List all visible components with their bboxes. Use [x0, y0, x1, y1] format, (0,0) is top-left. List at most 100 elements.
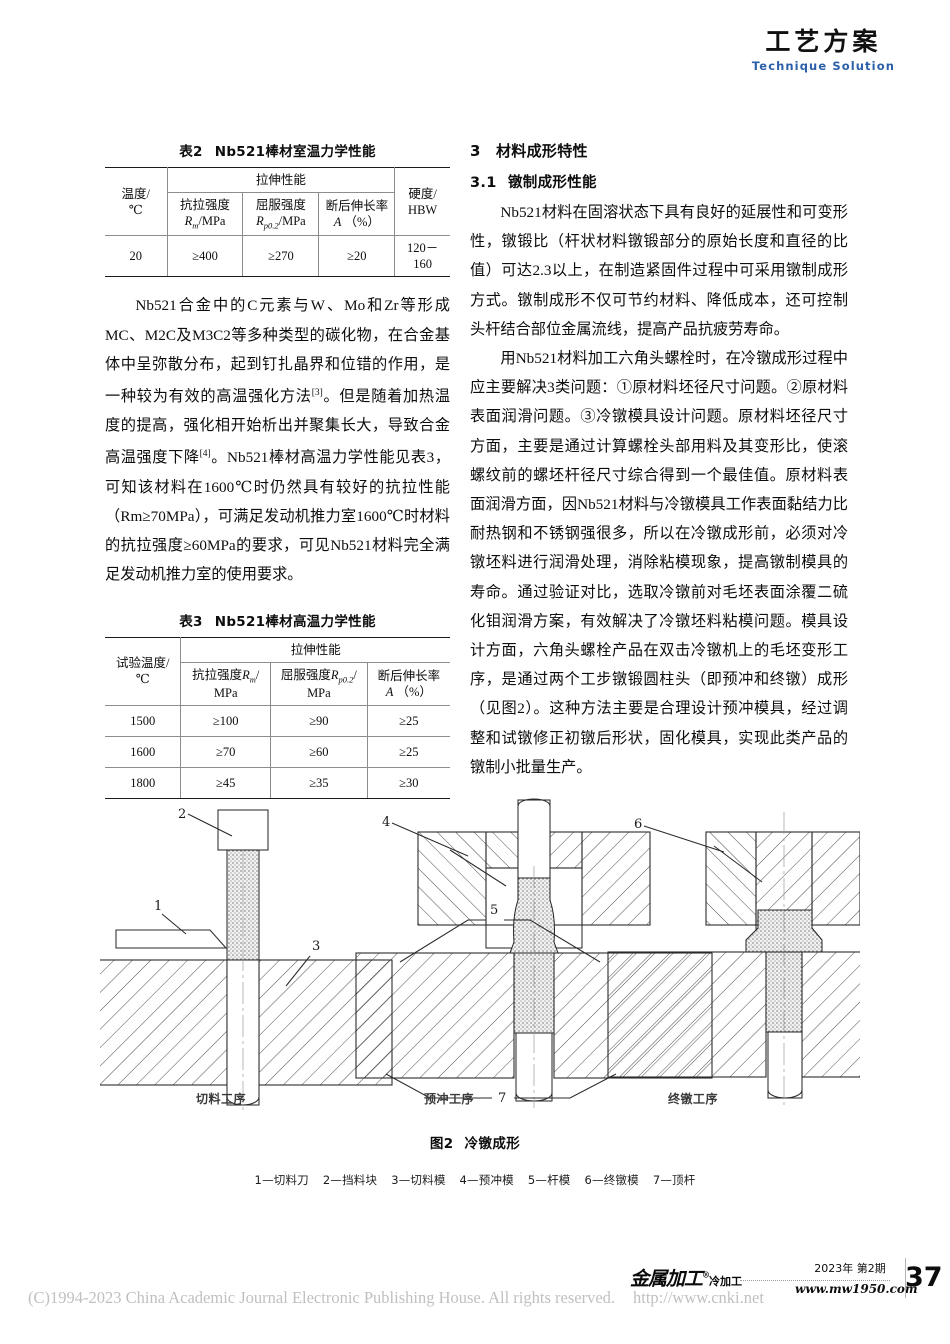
- table3-cell-rp: ≥35: [270, 766, 368, 799]
- table2-header-rm-symbol: R: [184, 214, 193, 228]
- table3-cell-elongation: ≥25: [366, 735, 450, 768]
- table2-cell-elongation: ≥20: [318, 235, 396, 278]
- figure-2-diagram: 2 1 3: [100, 798, 860, 1110]
- left-paragraph-part-b: 。但是随着加热温度的提高，强化相开始析出并聚集长大，导致合金高温强度下降: [105, 388, 451, 467]
- left-paragraph-part-a: Nb521合金中的C元素与W、Mo和Zr等形成MC、M2C及M3C2等多种类型的…: [105, 297, 450, 406]
- reference-marker-3: [3]: [311, 387, 323, 398]
- footer-website: www.mw1950.com: [795, 1282, 918, 1296]
- table3-header-temperature: 试验温度/ ℃: [105, 636, 182, 706]
- table-row: 温度/ ℃ 拉伸性能 硬度/ HBW: [105, 166, 450, 237]
- journal-section-logo: 工艺方案 Technique Solution: [751, 27, 895, 73]
- table2-cell-hardness: 120－ 160: [394, 235, 450, 278]
- table3-cell-elongation: ≥25: [366, 704, 450, 737]
- legend-item-4: 4—预冲模: [459, 1173, 514, 1187]
- table2-room-temperature-properties: 温度/ ℃ 拉伸性能 硬度/ HBW 抗拉强度 Rm/MPa 屈服强度 Rp0.…: [105, 166, 450, 278]
- subsection-3-1-number: 3.1: [470, 175, 497, 191]
- table2-caption-title: Nb521棒材室温力学性能: [214, 144, 376, 160]
- table2-header-elongation-unit: （%）: [344, 215, 380, 230]
- legend-item-3: 3—切料模: [391, 1173, 446, 1187]
- legend-item-6: 6—终镦模: [584, 1173, 639, 1187]
- table2-header-rp-symbol: R: [256, 214, 264, 228]
- table2-header-rm-l1: 抗拉强度: [180, 198, 231, 212]
- table3-header-rp: 屈服强度Rp0.2/ MPa: [270, 661, 368, 706]
- table3-cell-rm: ≥45: [180, 766, 272, 799]
- table3-high-temperature-properties: 试验温度/ ℃ 拉伸性能 抗拉强度 Rm/ MPa 屈服强度Rp0.2/ MPa …: [105, 636, 450, 799]
- table3-header-rp-label: 屈服强度: [280, 667, 331, 682]
- figure-stage-label-3: 终镦工序: [668, 1092, 719, 1106]
- figure-stage-label-1: 切料工序: [196, 1092, 247, 1106]
- magazine-logo-cn: 金属加工: [630, 1268, 703, 1290]
- cnki-copyright-watermark: (C)1994-2023 China Academic Journal Elec…: [28, 1288, 928, 1308]
- magazine-logo-sub: 冷加工: [709, 1275, 743, 1288]
- table3-header-rm-label: 抗拉强度: [192, 667, 243, 682]
- callout-4: 4: [382, 815, 390, 830]
- table3-header-rp-symbol: R: [330, 667, 339, 682]
- section-3-title: 材料成形特性: [496, 142, 588, 160]
- magazine-logo: 金属加工®冷加工: [630, 1268, 743, 1290]
- table3-header-temperature-unit: ℃: [135, 672, 150, 687]
- table2-header-temperature-unit: ℃: [128, 202, 143, 217]
- table-row: 抗拉强度 Rm/MPa 屈服强度 Rp0.2/MPa 断后伸长率 A （%）: [105, 191, 450, 237]
- page-number: 37: [905, 1262, 943, 1293]
- table3-header-elongation-unit: （%）: [396, 684, 432, 699]
- table3-header-elongation-symbol: A: [385, 684, 394, 699]
- table3-cell-rm: ≥100: [180, 704, 272, 737]
- table2-cell-temperature: 20: [105, 235, 168, 278]
- table3-caption-number: 表3: [179, 613, 203, 630]
- table-row: 1500 ≥100 ≥90 ≥25: [105, 704, 450, 737]
- cnki-url: http://www.cnki.net: [633, 1288, 764, 1307]
- cnki-copyright-text: (C)1994-2023 China Academic Journal Elec…: [28, 1288, 616, 1307]
- table3-header-rm-subscript: m: [249, 674, 256, 685]
- table2-caption-number: 表2: [179, 144, 203, 160]
- callout-7: 7: [498, 1091, 506, 1106]
- legend-item-7: 7—顶杆: [652, 1173, 696, 1187]
- callout-2: 2: [178, 807, 186, 822]
- table-row: 1800 ≥45 ≥35 ≥30: [105, 766, 450, 799]
- table2-cell-hardness-l1: 120－: [407, 241, 439, 256]
- table2-header-rp-unit: /MPa: [278, 214, 306, 228]
- table2-header-temperature: 温度/ ℃: [105, 166, 168, 237]
- table-row: 1600 ≥70 ≥60 ≥25: [105, 735, 450, 768]
- table2-header-elongation-symbol: A: [333, 215, 342, 230]
- table2-header-elongation: 断后伸长率 A （%）: [318, 191, 396, 237]
- table3-cell-elongation: ≥30: [366, 766, 450, 799]
- table3-header-rm-slash: /: [255, 667, 260, 682]
- table2-header-hardness-l1: 硬度/: [408, 186, 437, 201]
- table3-header-temperature-label: 试验温度/: [115, 656, 170, 671]
- figure-stage-label-2: 预冲工序: [424, 1092, 475, 1106]
- journal-section-title-en: Technique Solution: [751, 58, 895, 73]
- table3-header-elongation-l1: 断后伸长率: [377, 668, 441, 683]
- callout-6: 6: [634, 817, 642, 832]
- left-paragraph-part-c: 。Nb521棒材高温力学性能见表3，可知该材料在1600℃时仍然具有较好的抗拉性…: [105, 449, 451, 584]
- table-row: 试验温度/ ℃ 拉伸性能: [105, 636, 450, 706]
- table2-caption: 表2 Nb521棒材室温力学性能: [105, 140, 450, 160]
- table3-cell-temperature: 1500: [105, 704, 182, 737]
- table3-header-tensile-group: 拉伸性能: [180, 636, 450, 663]
- footer-divider-rule: [740, 1280, 890, 1281]
- table3-cell-rp: ≥90: [270, 704, 368, 737]
- right-column-paragraph-2: 用Nb521材料加工六角头螺栓时，在冷镦成形过程中应主要解决3类问题：①原材料坯…: [470, 350, 848, 776]
- table2-header-temperature-label: 温度/: [121, 186, 151, 201]
- table3-header-rp-unit: MPa: [307, 685, 331, 700]
- left-column-paragraph: Nb521合金中的C元素与W、Mo和Zr等形成MC、M2C及M3C2等多种类型的…: [105, 291, 450, 589]
- page-header: 工艺方案 Technique Solution: [0, 0, 950, 105]
- table3-header-rm-unit: MPa: [213, 685, 238, 700]
- table2-header-hardness-l2: HBW: [408, 202, 438, 217]
- left-column: 表2 Nb521棒材室温力学性能 温度/ ℃ 拉伸性能 硬度/ HBW 抗拉强度 …: [105, 140, 450, 799]
- table2-header-rm: 抗拉强度 Rm/MPa: [166, 191, 244, 237]
- table2-header-rm-unit: /MPa: [198, 214, 226, 228]
- legend-item-1: 1—切料刀: [254, 1173, 309, 1187]
- subsection-3-1-title: 镦制成形性能: [508, 175, 597, 191]
- table-row: 抗拉强度 Rm/ MPa 屈服强度Rp0.2/ MPa 断后伸长率 A （%）: [105, 661, 450, 706]
- reference-marker-4: [4]: [199, 449, 211, 460]
- callout-1: 1: [154, 899, 162, 914]
- table2-header-rm-subscript: m: [192, 220, 199, 231]
- journal-section-title-cn: 工艺方案: [765, 27, 882, 56]
- footer-issue: 2023年 第2期: [814, 1262, 886, 1275]
- table2-header-rp-l1: 屈服强度: [255, 198, 306, 212]
